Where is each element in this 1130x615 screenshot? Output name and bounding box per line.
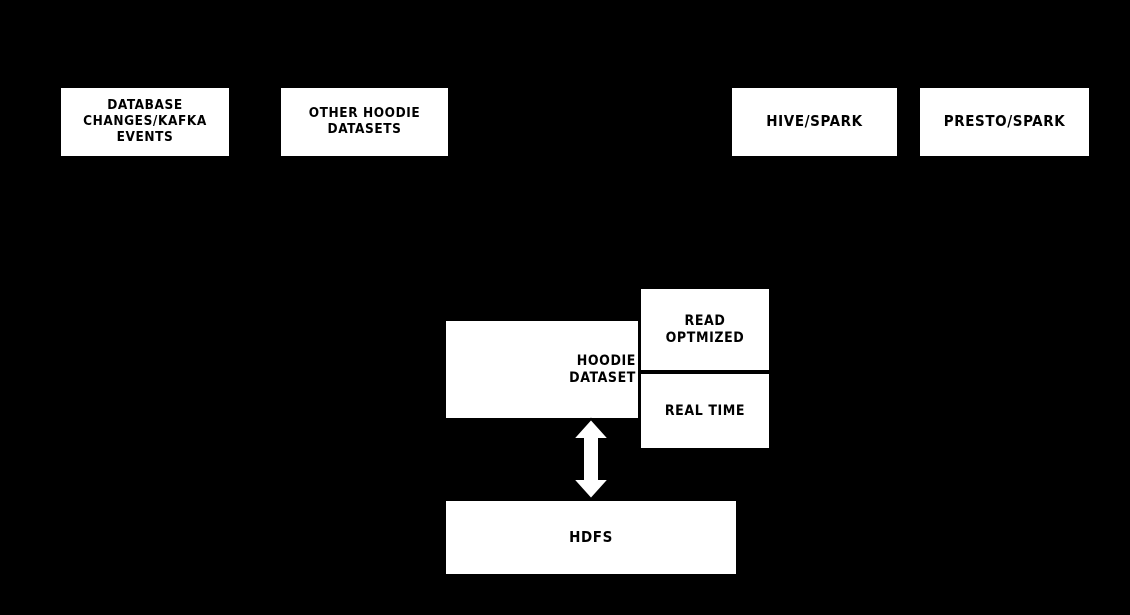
node-label: READ OPTMIZED [665, 312, 745, 346]
node-real-time-view[interactable]: REAL TIME [641, 374, 769, 448]
node-presto-spark[interactable]: PRESTO/SPARK [920, 88, 1089, 156]
node-label: OTHER HOODIE DATASETS [308, 105, 421, 137]
node-label: HOODIE DATASET [569, 352, 636, 386]
node-database-changes-kafka-events[interactable]: DATABASE CHANGES/KAFKA EVENTS [61, 88, 229, 156]
node-label: HDFS [569, 527, 613, 546]
node-other-hoodie-datasets[interactable]: OTHER HOODIE DATASETS [281, 88, 448, 156]
double-headed-arrow-icon [569, 417, 613, 501]
node-read-optimized-view[interactable]: READ OPTMIZED [641, 289, 769, 370]
node-hive-spark[interactable]: HIVE/SPARK [732, 88, 897, 156]
node-label: PRESTO/SPARK [943, 112, 1066, 131]
node-hdfs[interactable]: HDFS [446, 501, 736, 574]
node-label: DATABASE CHANGES/KAFKA EVENTS [83, 97, 207, 145]
node-label: REAL TIME [664, 402, 746, 419]
node-hoodie-dataset[interactable]: HOODIE DATASET [446, 321, 638, 418]
node-label: HIVE/SPARK [766, 112, 863, 131]
